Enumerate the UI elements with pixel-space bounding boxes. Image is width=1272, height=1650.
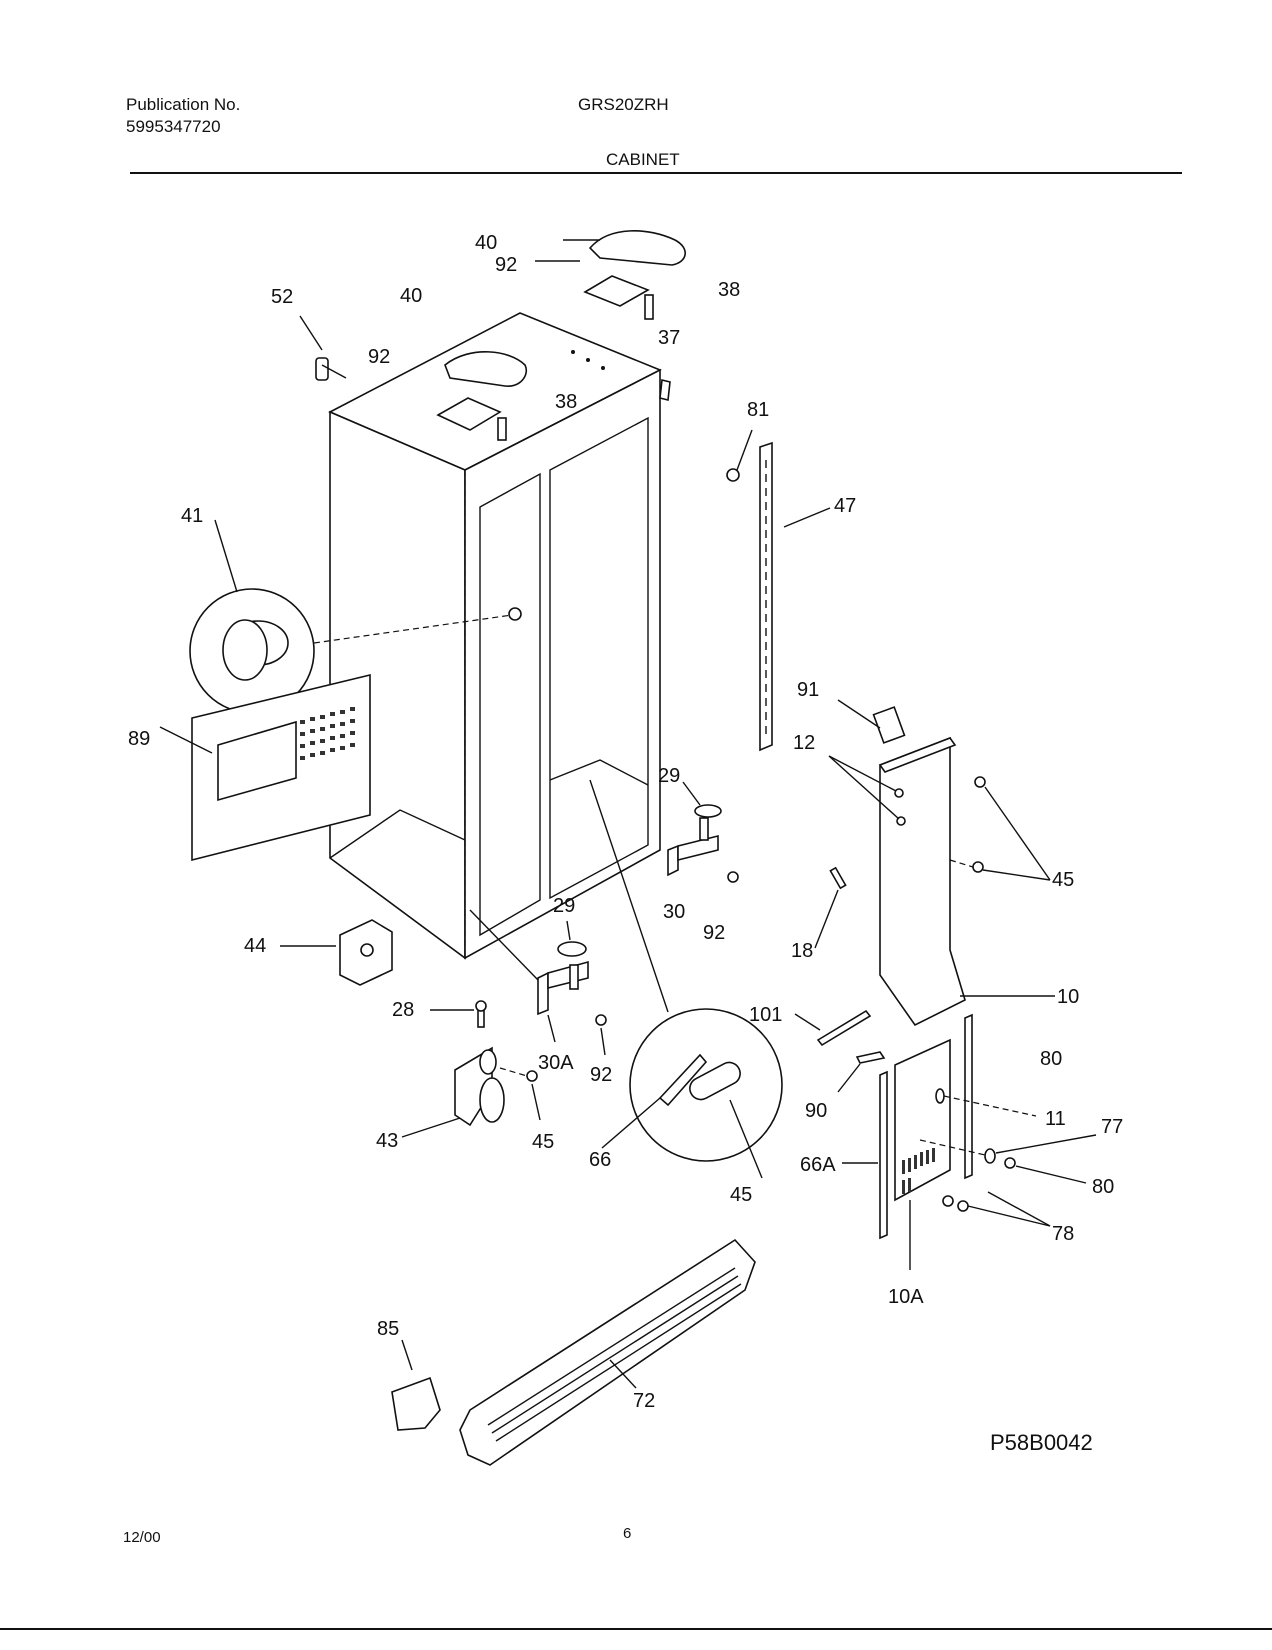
callout-85: 85 <box>377 1318 399 1340</box>
callout-38: 38 <box>555 391 577 413</box>
part-89-panel <box>159 673 371 862</box>
callout-45: 45 <box>1052 869 1074 891</box>
callout-89: 89 <box>128 728 150 750</box>
cabinet-body <box>328 312 662 960</box>
publication-number: 5995347720 <box>126 117 221 136</box>
header-rule <box>130 172 1182 174</box>
callout-44: 44 <box>244 935 266 957</box>
hinge-cover-upper <box>535 230 686 320</box>
hinge-cover-lower <box>436 351 527 441</box>
callout-41: 41 <box>181 505 203 527</box>
callout-90: 90 <box>805 1100 827 1122</box>
part-47-rail <box>726 429 831 752</box>
callout-10A: 10A <box>888 1286 924 1308</box>
callout-66: 66 <box>589 1149 611 1171</box>
part-30-bracket <box>667 781 739 883</box>
callout-30A: 30A <box>538 1052 574 1074</box>
part-37 <box>659 379 671 401</box>
callout-52: 52 <box>271 286 293 308</box>
callout-30: 30 <box>663 901 685 923</box>
callout-29: 29 <box>658 765 680 787</box>
callout-72: 72 <box>633 1390 655 1412</box>
part-66-detail <box>589 779 783 1179</box>
part-72-kickplate <box>459 1238 756 1466</box>
callout-12: 12 <box>793 732 815 754</box>
callout-29: 29 <box>553 895 575 917</box>
footer-date: 12/00 <box>123 1529 161 1546</box>
callout-10: 10 <box>1057 986 1079 1008</box>
callout-91: 91 <box>797 679 819 701</box>
part-10-panel <box>814 699 1055 1027</box>
callout-18: 18 <box>791 940 813 962</box>
callout-11: 11 <box>1045 1108 1066 1130</box>
callout-45: 80 <box>1092 1176 1114 1198</box>
callout-labels: 40 92 38 52 40 92 38 37 81 47 41 89 91 1… <box>128 232 1123 1412</box>
callout-77: 77 <box>1101 1116 1123 1138</box>
callout-81: 81 <box>747 399 769 421</box>
callout-80: 66A <box>800 1154 836 1176</box>
callout-40: 40 <box>475 232 497 254</box>
part-41-detail <box>189 519 513 714</box>
part-52-pin <box>299 315 347 381</box>
figure-code: P58B0042 <box>990 1430 1093 1455</box>
part-101-strip <box>816 1009 872 1047</box>
callout-45: 45 <box>532 1131 554 1153</box>
publication-label: Publication No. <box>126 95 241 114</box>
callout-92: 92 <box>495 254 517 276</box>
callout-78: 78 <box>1052 1223 1074 1245</box>
callout-66A: 45 <box>730 1184 752 1206</box>
callout-101: 101 <box>749 1004 782 1026</box>
part-90 <box>855 1051 886 1064</box>
page-number: 6 <box>623 1525 632 1542</box>
model-number: GRS20ZRH <box>578 95 669 114</box>
part-44-bracket <box>280 919 393 986</box>
callout-47: 47 <box>834 495 856 517</box>
part-85 <box>391 1339 441 1431</box>
callout-40: 40 <box>400 285 422 307</box>
part-43-caster <box>401 1000 541 1138</box>
callout-43: 43 <box>376 1130 398 1152</box>
section-title: CABINET <box>606 150 680 169</box>
callout-92: 92 <box>703 922 725 944</box>
callout-38: 38 <box>718 279 740 301</box>
callout-28: 28 <box>392 999 414 1021</box>
callout-92: 92 <box>368 346 390 368</box>
part-30A-bracket <box>469 909 607 1056</box>
part-10A-panel <box>842 1013 1097 1270</box>
callout-80: 80 <box>1040 1048 1062 1070</box>
callout-92: 92 <box>590 1064 612 1086</box>
callout-37: 37 <box>658 327 680 349</box>
footer-rule <box>0 1628 1272 1630</box>
